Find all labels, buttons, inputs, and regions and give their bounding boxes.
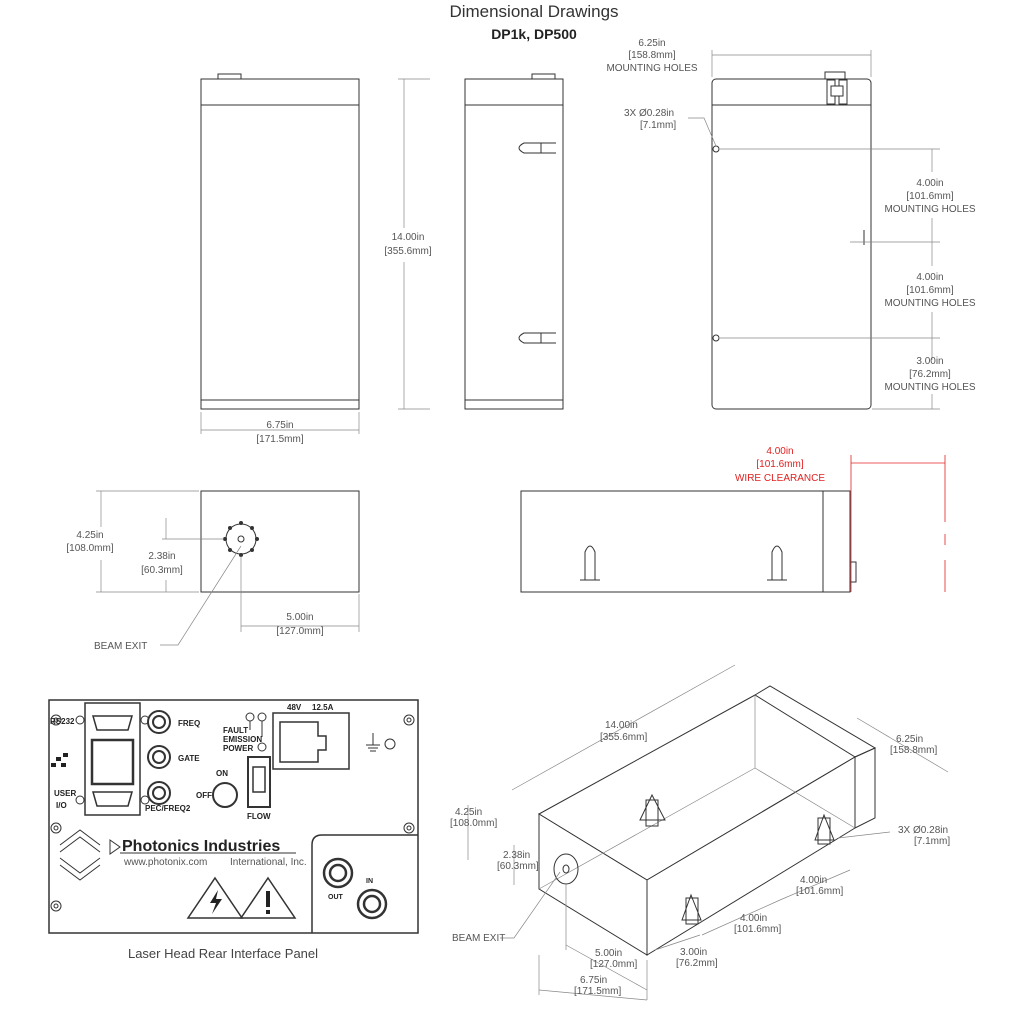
iso-d2-mm: [101.6mm] [734, 924, 781, 935]
company-intl: International, Inc. [230, 857, 307, 868]
off-label: OFF [196, 791, 212, 800]
iso-length-mm: [355.6mm] [600, 732, 647, 743]
beam-exit-label: BEAM EXIT [94, 641, 147, 652]
end-view [96, 490, 360, 646]
iso-length-in: 14.00in [605, 720, 638, 731]
company-url: www.photonix.com [123, 857, 207, 868]
iso-height-in: 4.25in [455, 807, 482, 818]
beam-x-in: 5.00in [286, 612, 313, 623]
front-view [200, 73, 360, 434]
iso-d3-in: 3.00in [680, 947, 707, 958]
wire-clearance-label: WIRE CLEARANCE [735, 473, 825, 484]
isometric-view [467, 664, 949, 1001]
dim2-mm: [101.6mm] [906, 285, 953, 296]
freq-label: FREQ [178, 719, 200, 728]
company-logo-icon [59, 829, 101, 881]
rear-panel [48, 699, 419, 934]
iso-holes-in: 3X Ø0.28in [898, 825, 948, 836]
dim3-mm: [76.2mm] [909, 369, 951, 380]
dim3-in: 3.00in [916, 356, 943, 367]
iso-d1-mm: [101.6mm] [796, 886, 843, 897]
iso-d3-mm: [76.2mm] [676, 958, 718, 969]
pec-label: PEC/FREQ2 [145, 804, 191, 813]
front-width-in: 6.75in [266, 420, 293, 431]
iso-beam-height-mm: [60.3mm] [497, 861, 539, 872]
flow-label: FLOW [247, 812, 271, 821]
dim2-in: 4.00in [916, 272, 943, 283]
panel-caption: Laser Head Rear Interface Panel [128, 946, 318, 961]
mount-width-in: 6.25in [638, 38, 665, 49]
page-subtitle: DP1k, DP500 [491, 26, 577, 42]
mounting-view [688, 50, 940, 410]
holes-callout: 3X Ø0.28in [624, 108, 674, 119]
iso-beam-x-in: 5.00in [595, 948, 622, 959]
iso-d1-in: 4.00in [800, 875, 827, 886]
side-view [398, 73, 564, 410]
iso-holes-mm: [7.1mm] [914, 836, 950, 847]
user-label: USER [54, 789, 76, 798]
caution-warning-icon [239, 876, 297, 919]
psu-voltage: 48V [287, 703, 302, 712]
power-label: POWER [223, 744, 253, 753]
dim3-label: MOUNTING HOLES [884, 382, 975, 393]
front-width-mm: [171.5mm] [256, 434, 303, 445]
iso-beam-exit-label: BEAM EXIT [452, 933, 505, 944]
emission-label: EMISSION [223, 735, 262, 744]
high-voltage-warning-icon [186, 876, 244, 919]
out-label: OUT [328, 894, 344, 901]
iso-width2-mm: [171.5mm] [574, 986, 621, 997]
iso-width2-in: 6.75in [580, 975, 607, 986]
end-height-mm: [108.0mm] [66, 543, 113, 554]
iso-d2-in: 4.00in [740, 913, 767, 924]
on-label: ON [216, 769, 228, 778]
fault-label: FAULT [223, 726, 248, 735]
beam-height-mm: [60.3mm] [141, 565, 183, 576]
iso-beam-x-mm: [127.0mm] [590, 959, 637, 970]
mount-width-mm: [158.8mm] [628, 50, 675, 61]
dim1-label: MOUNTING HOLES [884, 204, 975, 215]
rs232-label: RS232 [50, 717, 75, 726]
company-name: Photonics Industries [122, 838, 280, 855]
psu-current: 12.5A [312, 703, 334, 712]
iso-width-mm: [158.8mm] [890, 745, 937, 756]
wire-view [520, 455, 946, 593]
beam-height-in: 2.38in [148, 551, 175, 562]
wire-clearance-in: 4.00in [766, 446, 793, 457]
front-height-mm: [355.6mm] [384, 246, 431, 257]
beam-x-mm: [127.0mm] [276, 626, 323, 637]
page-title: Dimensional Drawings [449, 2, 618, 21]
dim1-in: 4.00in [916, 178, 943, 189]
ground-icon [366, 733, 396, 752]
iso-width-in: 6.25in [896, 734, 923, 745]
in-label: IN [366, 878, 373, 885]
wire-clearance-mm: [101.6mm] [756, 459, 803, 470]
iso-beam-height-in: 2.38in [503, 850, 530, 861]
io-label: I/O [56, 801, 67, 810]
end-height-in: 4.25in [76, 530, 103, 541]
front-height-in: 14.00in [392, 232, 425, 243]
mount-width-label: MOUNTING HOLES [606, 63, 697, 74]
gate-label: GATE [178, 754, 200, 763]
dim2-label: MOUNTING HOLES [884, 298, 975, 309]
holes-callout-mm: [7.1mm] [640, 120, 676, 131]
iso-height-mm: [108.0mm] [450, 818, 497, 829]
dim1-mm: [101.6mm] [906, 191, 953, 202]
network-icon [51, 753, 68, 767]
